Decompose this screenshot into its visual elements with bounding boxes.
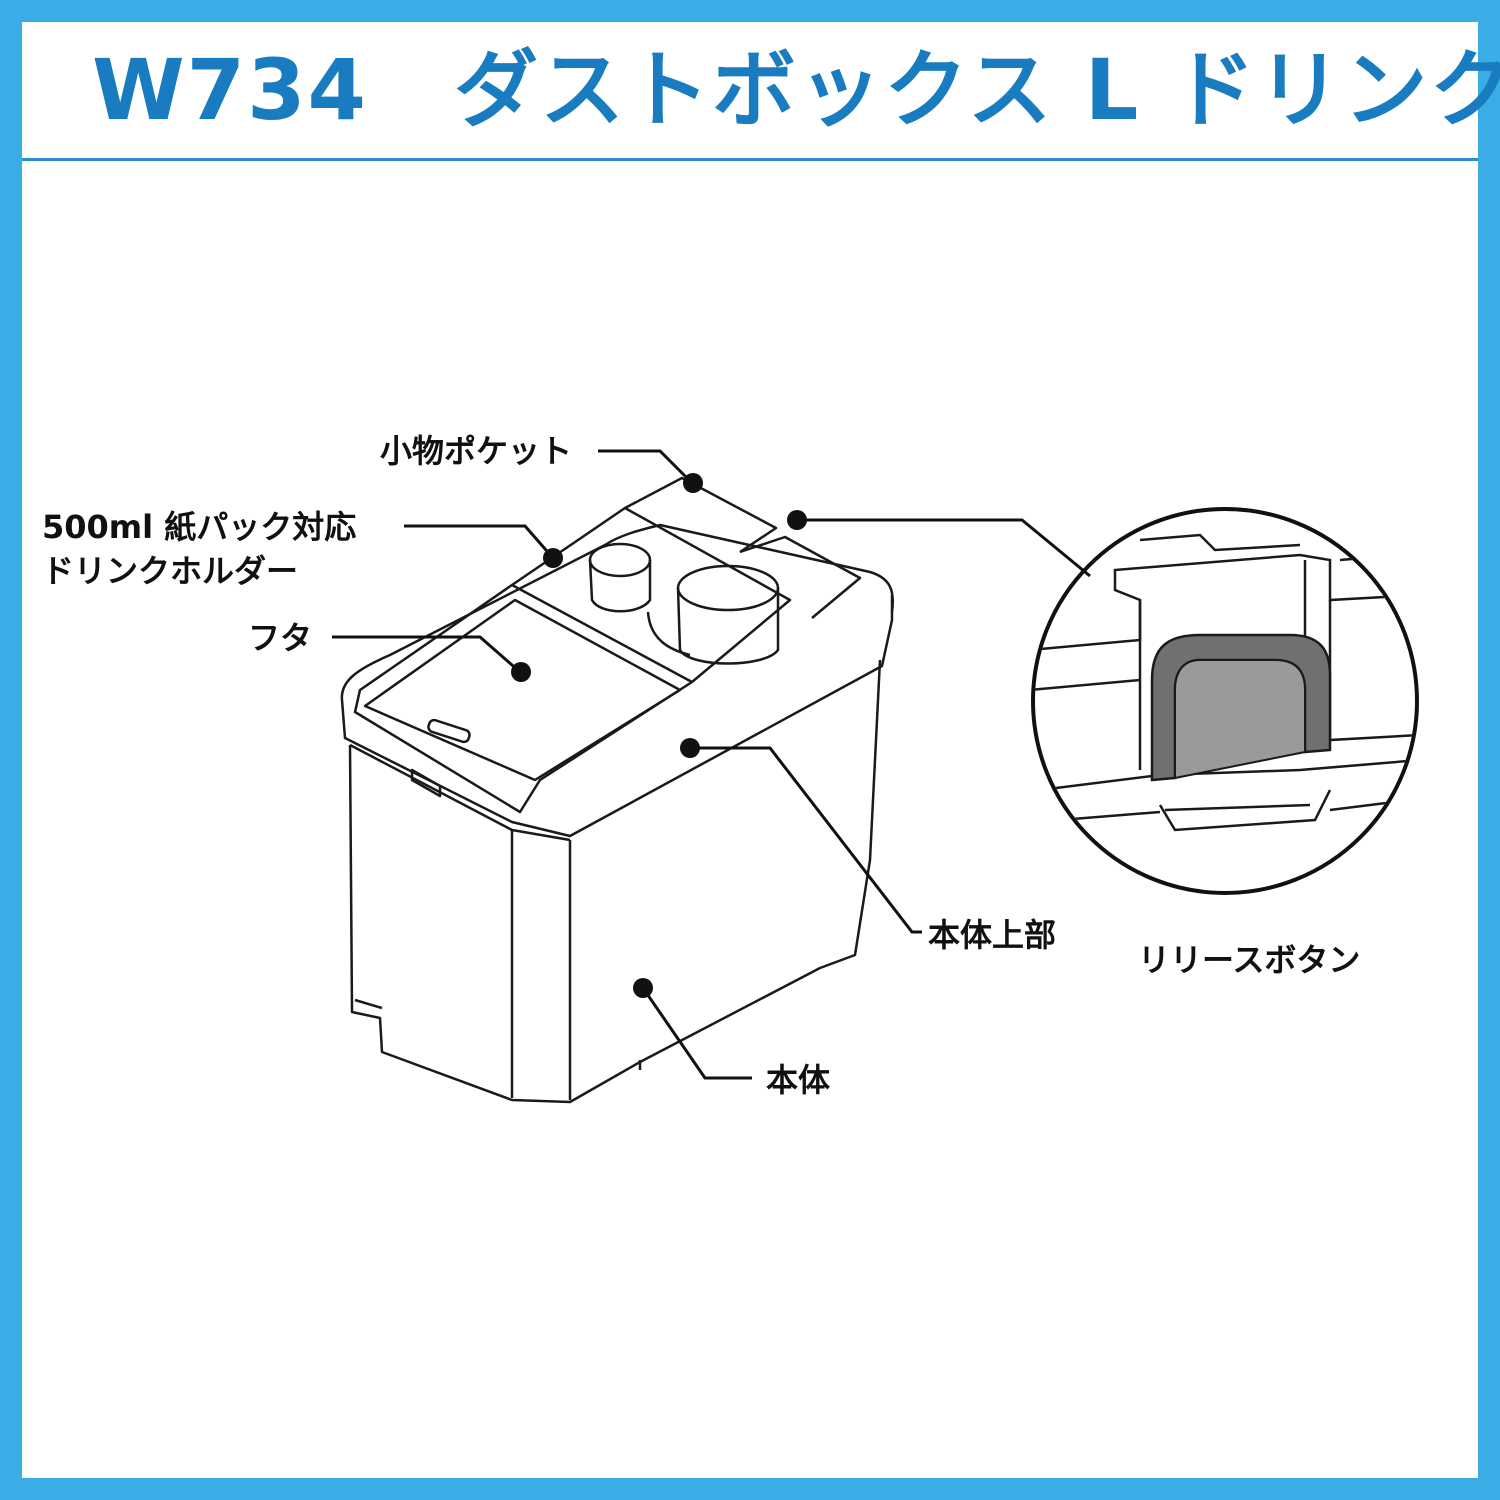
label-drink-holder-line2: ドリンクホルダー [42, 552, 298, 590]
small-pocket-outline [624, 476, 778, 554]
dot-body-top [680, 738, 700, 758]
leader-lines [332, 449, 1091, 1080]
dot-drink-holder [543, 548, 563, 568]
release-button-zoom [1031, 507, 1419, 895]
leader-body-top [690, 746, 922, 934]
leader-small-pocket [598, 449, 694, 485]
dot-lid [511, 662, 531, 682]
cup-left-top [588, 542, 652, 578]
label-release-button: リリースボタン [1138, 941, 1360, 979]
release-button-face [1174, 659, 1306, 780]
leader-drink-holder [404, 524, 555, 559]
leader-release-button [797, 518, 1091, 578]
header-bar: W734 ダストボックス L ドリンク [22, 22, 1500, 161]
upper-rim [340, 595, 894, 838]
top-surface-outline [340, 523, 894, 701]
leader-dots [511, 473, 807, 998]
label-body: 本体 [766, 1061, 830, 1099]
body-outline [348, 659, 882, 1104]
dot-body [633, 978, 653, 998]
dot-small-pocket [683, 473, 703, 493]
label-body-top: 本体上部 [928, 916, 1056, 954]
label-lid: フタ [248, 619, 312, 657]
cup-right-top [676, 564, 780, 612]
lid-outline [353, 583, 694, 814]
lid-inner [363, 598, 682, 782]
page-title: W734 ダストボックス L ドリンク [92, 41, 1500, 139]
holder-area [511, 506, 792, 683]
body-foot-line [354, 998, 383, 1010]
leader-lid [332, 635, 521, 674]
right-pocket-outline [739, 535, 862, 619]
label-small-pocket: 小物ポケット [380, 432, 572, 470]
dustbox-drawing [340, 476, 894, 1104]
leader-body [641, 987, 752, 1080]
lid-handle [427, 718, 471, 744]
label-drink-holder-line1: 500ml 紙パック対応 [42, 508, 356, 546]
body-top-rim [349, 743, 571, 842]
dot-release-button [787, 510, 807, 530]
